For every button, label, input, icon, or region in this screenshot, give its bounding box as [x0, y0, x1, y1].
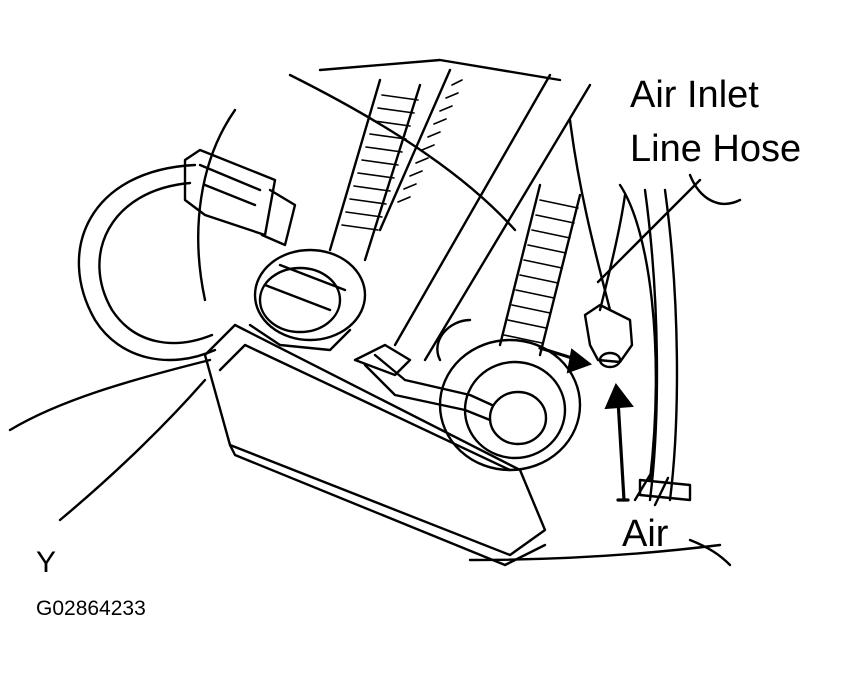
corrugated-tube-1: [328, 78, 422, 262]
right-vertical-hose: [633, 188, 692, 507]
engine-background-lines: [8, 58, 742, 567]
round-valve-fitting: [436, 318, 582, 472]
air-inlet-line-hose: [568, 118, 634, 369]
corrugated-tube-3: [498, 183, 582, 357]
intake-housing: [203, 323, 547, 567]
callout-hose-label-line2: Line Hose: [630, 128, 802, 170]
small-tube: [353, 343, 494, 422]
loop-hose: [77, 163, 217, 362]
callout-hose-label-line1: Air Inlet: [630, 74, 759, 116]
view-marker-label: Y: [36, 546, 57, 579]
air-flow-arrow: [604, 383, 634, 502]
leader-line-hose: [596, 178, 702, 284]
hose-clamp-left: [248, 248, 367, 352]
corrugated-tube-2: [378, 68, 463, 232]
electrical-connector: [183, 148, 297, 247]
callout-air-label: Air: [622, 513, 669, 555]
connector-arrow: [538, 346, 593, 374]
figure-code-label: G02864233: [36, 597, 146, 620]
diagonal-hose: [393, 73, 592, 362]
